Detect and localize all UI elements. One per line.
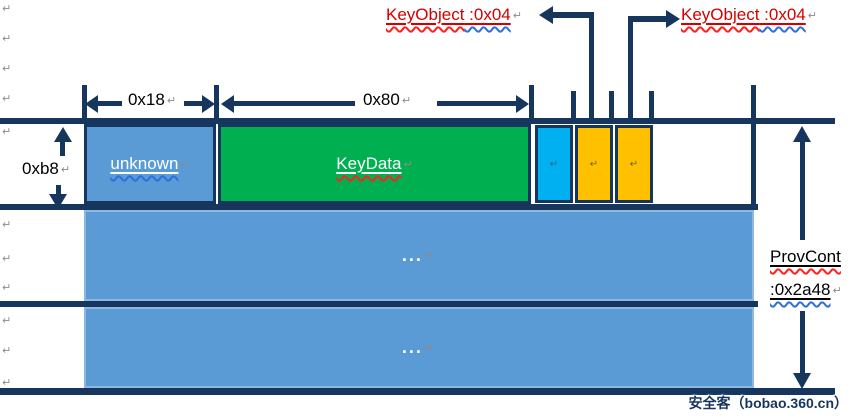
block-keyobject-1: ↵ — [575, 125, 613, 203]
dim-0x18-shaft-left — [97, 101, 122, 106]
paragraph-mark: ↵ — [589, 158, 599, 170]
provcont-name-label: ProvCont — [770, 247, 841, 267]
dim-0x18-label: 0x18↵ — [120, 90, 184, 110]
paragraph-mark: ↵ — [403, 158, 413, 171]
paragraph-mark: ↵ — [2, 126, 12, 138]
dim-0x18-text: 0x18 — [127, 90, 165, 109]
tick-keydata-end — [529, 85, 534, 124]
paragraph-mark: ↵ — [2, 253, 12, 265]
paragraph-mark: ↵ — [2, 282, 12, 294]
dim-provcont-arrowhead-up-icon — [793, 126, 811, 142]
block-cyan-small: ↵ — [535, 125, 573, 203]
dim-0x80-arrowhead-left-icon — [221, 95, 234, 113]
paragraph-mark: ↵ — [549, 158, 559, 170]
paragraph-mark: ↵ — [2, 345, 12, 357]
keyobject-right-name: KeyObject — [681, 5, 760, 24]
dim-0xb8-shaft-up — [60, 141, 65, 156]
block-unknown-text: unknown — [110, 154, 179, 173]
keyobject-left-label: KeyObject :0x04↵ — [386, 5, 522, 25]
paragraph-mark: ↵ — [512, 10, 522, 22]
bottom-line — [0, 388, 835, 395]
paragraph-mark: ↵ — [2, 3, 12, 15]
block-unknown: unknown↵ — [84, 124, 216, 204]
dim-provcont-shaft-down — [800, 311, 805, 374]
paragraph-mark: ↵ — [832, 285, 842, 297]
paragraph-mark: ↵ — [2, 377, 12, 389]
paragraph-mark: ↵ — [2, 219, 12, 231]
keyobject-left-arrowhead-icon — [539, 6, 553, 24]
keyobject-left-value: :0x04 — [464, 5, 511, 24]
dim-0x18-arrowhead-right-icon — [202, 95, 215, 113]
tick-row1-left — [82, 85, 87, 124]
keyobject-right-connector-line — [628, 16, 633, 124]
row3-ellipsis: ... — [401, 337, 423, 357]
paragraph-mark: ↵ — [629, 158, 639, 170]
keyobject-left-connector-line — [589, 12, 594, 124]
dim-0x18-shaft-right — [184, 101, 204, 106]
tick-row1-right — [751, 85, 756, 210]
dim-0x80-shaft-left — [233, 101, 355, 106]
paragraph-mark: ↵ — [2, 93, 12, 105]
provcont-value-text: :0x2a48 — [770, 280, 831, 299]
paragraph-mark: ↵ — [2, 33, 12, 45]
dim-0xb8-arrowhead-up-icon — [54, 127, 72, 142]
provcont-name-text: ProvCont — [770, 247, 841, 266]
dim-0x80-shaft-right — [437, 101, 517, 106]
keyobject-right-arrow-shaft — [628, 16, 668, 22]
paragraph-mark: ↵ — [2, 63, 12, 75]
row2-continuation: ...↵ — [84, 210, 754, 301]
dim-0x80-text: 0x80 — [362, 90, 400, 109]
keyobject-right-value: :0x04 — [759, 5, 806, 24]
dim-0xb8-shaft-down — [56, 185, 61, 195]
paragraph-mark: ↵ — [166, 95, 177, 107]
dim-0x80-label: 0x80↵ — [355, 90, 419, 110]
dim-0x80-arrowhead-right-icon — [516, 95, 529, 113]
dim-0x18-arrowhead-left-icon — [85, 95, 98, 113]
paragraph-mark: ↵ — [60, 164, 71, 176]
provcont-value-label: :0x2a48↵ — [770, 280, 842, 300]
keyobject-left-name: KeyObject — [386, 5, 465, 24]
tick-cyan-orange1 — [571, 91, 576, 124]
keyobject-right-label: KeyObject :0x04↵ — [681, 5, 817, 25]
dim-0xb8-arrowhead-down-icon — [49, 194, 67, 209]
tick-unknown-keydata — [214, 85, 219, 124]
tick-orange2-end — [649, 91, 654, 124]
keyobject-right-arrowhead-icon — [666, 10, 680, 28]
paragraph-mark: ↵ — [424, 250, 437, 262]
block-keyobject-2: ↵ — [615, 125, 653, 203]
paragraph-mark: ↵ — [807, 10, 817, 22]
dim-0xb8-text: 0xb8 — [22, 159, 59, 178]
block-keydata: KeyData↵ — [218, 124, 531, 204]
watermark: 安全客（bobao.360.cn） — [688, 395, 848, 411]
block-unknown-label: unknown — [110, 154, 178, 174]
row3-continuation: ...↵ — [84, 307, 754, 388]
paragraph-mark: ↵ — [401, 95, 412, 107]
dim-provcont-arrowhead-down-icon — [793, 373, 811, 389]
keyobject-left-arrow-shaft — [552, 12, 594, 18]
dim-provcont-shaft-up — [800, 141, 805, 240]
paragraph-mark: ↵ — [2, 315, 12, 327]
block-keydata-label: KeyData — [336, 154, 401, 174]
dim-0xb8-label: 0xb8↵ — [22, 159, 70, 179]
row2-row3-separator-line — [0, 301, 758, 307]
paragraph-mark: ↵ — [424, 342, 437, 354]
tick-orange1-orange2 — [609, 91, 614, 124]
row1-top-line — [0, 118, 835, 124]
row2-ellipsis: ... — [401, 245, 423, 265]
paragraph-mark: ↵ — [180, 158, 190, 171]
row1-bottom-line — [0, 204, 758, 210]
block-keydata-text: KeyData — [336, 154, 402, 173]
